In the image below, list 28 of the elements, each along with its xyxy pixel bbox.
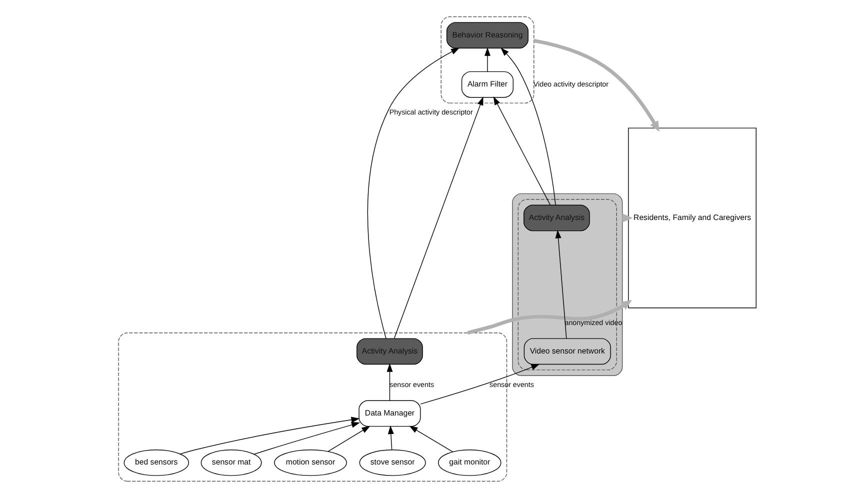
arrow <box>179 416 360 454</box>
arrow <box>484 47 490 72</box>
arrow <box>366 48 460 339</box>
arrow <box>554 230 566 339</box>
arrow <box>327 426 370 452</box>
arrow <box>420 364 540 404</box>
cluster <box>440 16 534 104</box>
node-ellipse: sensor mat <box>200 450 262 476</box>
node-box: Data Manager <box>358 400 420 427</box>
node-ellipse: bed sensors <box>123 450 188 476</box>
arrow <box>408 426 453 452</box>
arrow <box>466 300 632 335</box>
arrow <box>386 363 392 401</box>
arrow <box>253 422 360 455</box>
node-ellipse: stove sensor <box>358 450 426 476</box>
arrow <box>393 96 483 339</box>
node-ellipse: gait monitor <box>438 450 501 476</box>
node-box: Behavior Reasoning <box>446 22 528 48</box>
node-box: Activity Analysis <box>356 338 422 365</box>
node-box: Residents, Family and Caregivers <box>628 128 756 308</box>
arrow <box>533 38 659 132</box>
node-box: Video sensor network <box>523 338 610 365</box>
arrow <box>387 426 394 450</box>
node-box: Alarm Filter <box>460 71 514 98</box>
node-ellipse: motion sensor <box>274 450 346 476</box>
node-box: Activity Analysis <box>523 204 590 232</box>
arrow <box>500 48 556 206</box>
arrow <box>492 96 550 206</box>
